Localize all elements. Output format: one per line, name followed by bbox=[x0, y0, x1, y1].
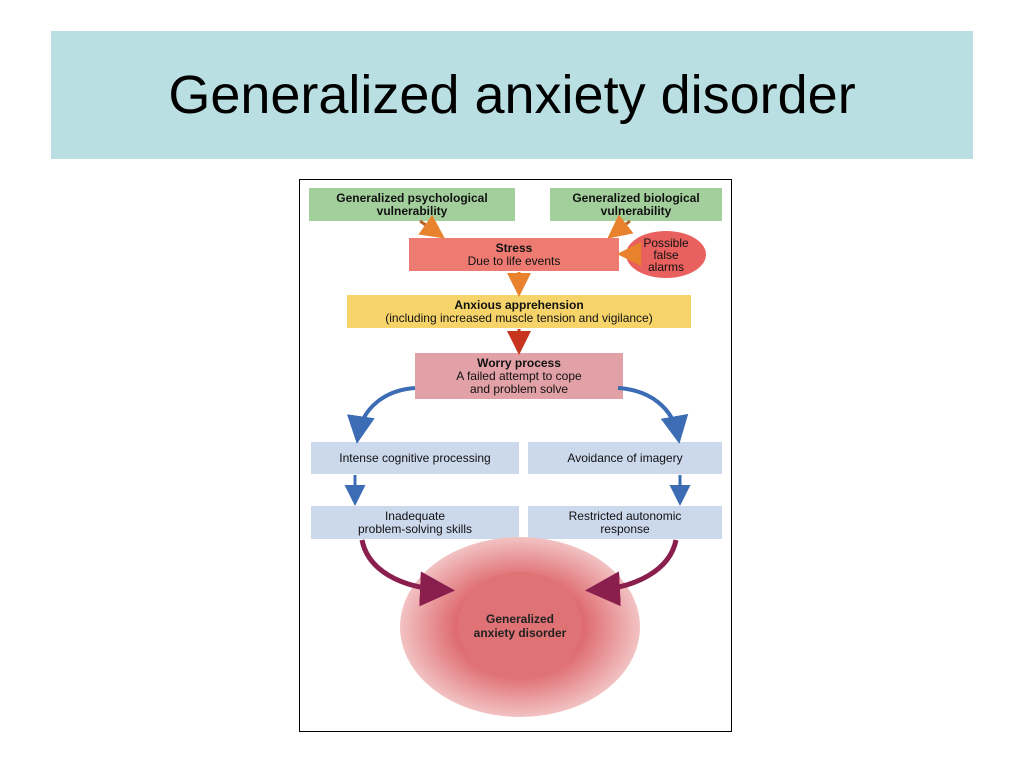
anxious-apprehension-box: Anxious apprehension (including increase… bbox=[347, 295, 691, 328]
psych-vuln-line1: Generalized psychological bbox=[336, 190, 488, 205]
diagram-figure: Generalized psychological vulnerability … bbox=[299, 179, 732, 732]
outcome-line1: Generalized bbox=[485, 612, 555, 626]
avoidance-label: Avoidance of imagery bbox=[567, 450, 683, 465]
stress-title: Stress bbox=[495, 240, 533, 255]
arrow-bio-to-stress bbox=[607, 214, 634, 239]
restricted-line2: response bbox=[600, 521, 650, 536]
bio-vuln-line1: Generalized biological bbox=[572, 190, 700, 205]
apprehension-subtitle: (including increased muscle tension and … bbox=[385, 310, 653, 325]
biological-vulnerability-box: Generalized biological vulnerability bbox=[550, 188, 722, 221]
intense-processing-label: Intense cognitive processing bbox=[339, 450, 491, 465]
inadequate-line1: Inadequate bbox=[384, 508, 446, 523]
stress-subtitle: Due to life events bbox=[467, 253, 561, 268]
false-alarms-line1: Possible bbox=[643, 235, 689, 250]
intense-cognitive-processing-box: Intense cognitive processing bbox=[311, 442, 519, 474]
stress-box: Stress Due to life events bbox=[409, 238, 619, 271]
inadequate-line2: problem-solving skills bbox=[357, 521, 473, 536]
worry-process-box: Worry process A failed attempt to cope a… bbox=[415, 353, 623, 399]
psychological-vulnerability-box: Generalized psychological vulnerability bbox=[309, 188, 515, 221]
arrow-restricted-to-outcome bbox=[585, 539, 679, 607]
diagram-arrows bbox=[344, 214, 691, 607]
false-alarms-line2: false bbox=[653, 247, 679, 262]
worry-title: Worry process bbox=[477, 355, 561, 370]
psych-vuln-line2: vulnerability bbox=[376, 203, 448, 218]
restricted-autonomic-response-box: Restricted autonomic response bbox=[528, 506, 722, 539]
arrow-worry-to-intense bbox=[346, 386, 416, 444]
arrow-psych-to-stress bbox=[418, 214, 445, 239]
bio-vuln-line2: vulnerability bbox=[600, 203, 672, 218]
arrow-inadequate-to-outcome bbox=[359, 539, 455, 607]
outcome-line2: anxiety disorder bbox=[473, 626, 567, 640]
restricted-line1: Restricted autonomic bbox=[568, 508, 682, 523]
title-bar: Generalized anxiety disorder bbox=[51, 31, 973, 159]
gad-outcome-circle: Generalized anxiety disorder bbox=[458, 572, 582, 680]
slide-title: Generalized anxiety disorder bbox=[168, 65, 856, 125]
worry-line2: and problem solve bbox=[469, 381, 569, 396]
inadequate-problem-solving-box: Inadequate problem-solving skills bbox=[311, 506, 519, 539]
false-alarms-oval: Possible false alarms bbox=[626, 231, 706, 278]
avoidance-of-imagery-box: Avoidance of imagery bbox=[528, 442, 722, 474]
arrow-worry-to-avoidance bbox=[617, 386, 689, 444]
worry-line1: A failed attempt to cope bbox=[456, 368, 582, 383]
false-alarms-line3: alarms bbox=[647, 259, 684, 274]
apprehension-title: Anxious apprehension bbox=[454, 297, 584, 312]
